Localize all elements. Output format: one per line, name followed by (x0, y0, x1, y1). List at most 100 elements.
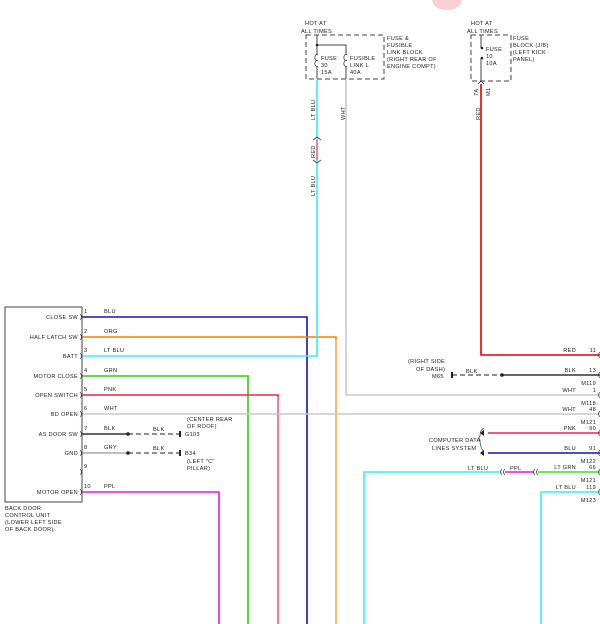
fuse-rating: 15A (321, 70, 332, 76)
wire-lt-blu-119 (540, 491, 600, 624)
ground-id: M65 (432, 374, 444, 380)
connector-wire-color: LT BLU (556, 485, 576, 491)
wire-label: LT BLU (311, 100, 317, 120)
wire-label: RED (476, 107, 482, 120)
pin-number: 10 (84, 484, 91, 490)
pin-number: 8 (84, 445, 87, 451)
pin-wire-color: ORG (104, 329, 118, 335)
fuse-number: 30 (321, 63, 328, 69)
pin-terminal (79, 391, 82, 399)
fuse-label: FUSE (321, 56, 337, 62)
fuse-block-jb: HOT AT ALL TIMES FUSE BLOCK (J/B) (LEFT … (467, 21, 549, 96)
wire-label: BLK (153, 446, 164, 452)
pin-function-label: OPEN SWITCH (35, 393, 78, 399)
fuse-number: 10 (486, 54, 493, 60)
connector-pin-number: 11 (590, 348, 596, 354)
connector-pin-number: 119 (586, 485, 596, 491)
back-door-control-unit: CLOSE SW 1 BLU HALF LATCH SW 2 ORG BATT 3 LT BLU… (4, 306, 124, 533)
fuse-link-block: HOT AT ALL TIMES FUSE & FUSIBLE LINK BLO… (301, 21, 437, 80)
wire-lt-blu-batt (82, 160, 318, 357)
hot-at-label: HOT AT (471, 21, 493, 27)
pin-terminal (79, 313, 82, 321)
ground-location: OF DASH) (416, 367, 445, 373)
ground-id: G103 (185, 432, 200, 438)
unit-name: OF BACK DOOR) (5, 527, 54, 533)
block-title: FUSIBLE (387, 43, 412, 49)
connector-wire-color: RED (563, 348, 576, 354)
connector-pin-number: 91 (589, 446, 596, 452)
pin-wire-color: LT BLU (104, 348, 124, 354)
pin-terminal (79, 488, 82, 496)
wire-label: BLK (466, 369, 477, 375)
link-rating: 40A (350, 70, 361, 76)
connector-pin-number: 13 (589, 368, 596, 374)
pin-number: 3 (84, 348, 87, 354)
pin-label: M1 (486, 88, 492, 96)
wire-label: PPL (510, 466, 521, 472)
block-title: ENGINE COMPT) (387, 64, 436, 70)
block-title: FUSE (513, 36, 529, 42)
connector-wire-color: WHT (562, 388, 576, 394)
pin-terminal (79, 333, 82, 341)
pin-function-label: MOTOR OPEN (37, 490, 78, 496)
connector-wire-color: BLK (565, 368, 576, 374)
unit-name: BACK DOOR (5, 506, 41, 512)
block-title: LINK BLOCK (387, 50, 423, 56)
pin-number: 7 (84, 426, 87, 432)
connector-wire-color: WHT (562, 407, 576, 413)
wire-red-fuse10 (480, 84, 600, 356)
block-title: (LEFT KICK (513, 50, 546, 56)
pin-wire-color: BLU (104, 309, 116, 315)
wires (82, 80, 600, 624)
ground-location: OF ROOF) (187, 424, 217, 430)
block-title: PANEL) (513, 57, 535, 63)
ground-id: B34 (185, 451, 196, 457)
wire-blu (82, 316, 308, 624)
wire-label: RED (311, 145, 317, 158)
computer-data-label: LINES SYSTEM (432, 446, 476, 452)
fuse-label: FUSE (486, 47, 502, 53)
pin-function-label: BATT (63, 354, 78, 360)
pin-number: 1 (84, 309, 87, 315)
connector-wire-color: PNK (564, 426, 576, 432)
fuse-block-outline (470, 34, 512, 82)
wire-label: BLK (153, 427, 164, 433)
wire-label: LT BLU (311, 176, 317, 196)
ground-location: (LEFT "C" (187, 459, 215, 465)
connector-id: M121 (581, 478, 596, 484)
wire-ppl (82, 491, 220, 624)
unit-name: (LOWER LEFT SIDE (5, 520, 62, 526)
hot-at-label: HOT AT (305, 21, 327, 27)
computer-data-label: COMPUTER DATA (429, 438, 481, 444)
connector-pin-number: 48 (589, 407, 596, 413)
wire-wht-link (345, 80, 600, 396)
pin-function-label: HALF LATCH SW (30, 335, 79, 341)
connector-id: M122 (581, 459, 596, 465)
pin-function-label: CLOSE SW (46, 315, 78, 321)
ground-location: (CENTER REAR (187, 417, 233, 423)
connector-wire-color: LT GRN (554, 465, 576, 471)
control-unit-box (4, 306, 83, 503)
pin-wire-color: BLK (104, 426, 115, 432)
watermark-blob (432, 0, 462, 10)
link-number: LINK L (350, 63, 369, 69)
unit-name: CONTROL UNIT (5, 513, 51, 519)
pin-number: 2 (84, 329, 87, 335)
pin-label: 7A (474, 89, 480, 96)
link-label: FUSIBLE (350, 56, 375, 62)
all-times-label: ALL TIMES (301, 29, 332, 35)
pin-wire-color: PNK (104, 387, 116, 393)
pin-number: 4 (84, 368, 87, 374)
pin-wire-color: WHT (104, 406, 118, 412)
all-times-label: ALL TIMES (467, 29, 498, 35)
pin-number: 5 (84, 387, 87, 393)
pin-number: 9 (84, 464, 87, 470)
fuse-rating: 10A (486, 61, 497, 67)
pin-wire-color: GRY (104, 445, 117, 451)
wire-org (82, 336, 337, 624)
block-title: BLOCK (J/B) (513, 43, 549, 49)
connector-id: M121 (581, 420, 596, 426)
pin-number: 6 (84, 406, 87, 412)
